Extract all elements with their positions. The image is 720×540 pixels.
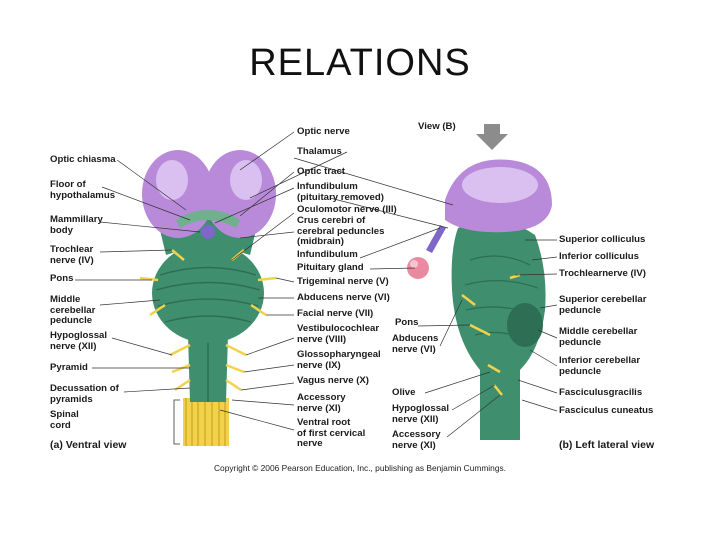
cerebellar-peduncle-cut	[507, 303, 543, 347]
label-hypoglossal-left: Hypoglossal nerve (XII)	[50, 330, 108, 352]
copyright-notice: Copyright © 2006 Pearson Education, Inc.…	[213, 463, 506, 473]
label-hypoglossal-right: Hypoglossal nerve (XII)	[392, 403, 450, 425]
label-leader-lines	[75, 131, 558, 438]
label-inferior-colliculus: Inferior colliculus	[559, 251, 639, 262]
label-oculomotor: Oculomotor nerve (III)	[297, 204, 397, 215]
infundibulum-lateral	[426, 225, 446, 253]
label-fasciculus-gracilis: Fasciculusgracilis	[559, 387, 643, 398]
label-superior-peduncle: Superior cerebellar peduncle	[559, 294, 647, 316]
ventral-view-drawing	[139, 150, 277, 446]
label-mammillary-body: Mammillary body	[50, 214, 103, 236]
label-optic-nerve: Optic nerve	[297, 126, 350, 137]
label-accessory-right: Accessory nerve (XI)	[392, 429, 441, 451]
brainstem-figure: View (B) Optic chiasma Floor of hypothal…	[0, 110, 720, 480]
label-ventral-root: Ventral root of first cervical nerve	[297, 417, 366, 450]
label-thalamus: Thalamus	[297, 146, 342, 157]
brainstem-lateral	[451, 220, 546, 440]
view-b-tag: View (B)	[418, 121, 456, 132]
label-pyramid: Pyramid	[50, 362, 88, 373]
label-trigeminal: Trigeminal nerve (V)	[297, 276, 389, 287]
label-glossopharyngeal: Glossopharyngeal nerve (IX)	[297, 349, 381, 371]
label-infundibulum-pituitary-removed: Infundibulum (pituitary removed)	[297, 181, 384, 203]
cranial-nerves-ventral	[139, 249, 277, 392]
slide-title: RELATIONS	[249, 42, 471, 84]
spinal-nerve-rootlets	[183, 398, 229, 446]
label-decussation: Decussation of pyramids	[50, 383, 119, 405]
label-accessory-center: Accessory nerve (XI)	[297, 392, 346, 414]
label-optic-chiasma: Optic chiasma	[50, 154, 116, 165]
label-trochlear-nerve: Trochlear nerve (IV)	[50, 244, 94, 266]
label-optic-tract: Optic tract	[297, 166, 345, 177]
label-middle-peduncle: Middle cerebellar peduncle	[50, 294, 96, 327]
label-pons-right: Pons	[395, 317, 419, 328]
pons-ventral	[152, 243, 264, 343]
cranial-nerves-lateral	[461, 273, 521, 396]
view-arrow	[476, 124, 508, 150]
label-vestibulocochlear: Vestibulocochlear nerve (VIII)	[297, 323, 380, 345]
label-pituitary-gland: Pituitary gland	[297, 262, 364, 273]
label-olive: Olive	[392, 387, 416, 398]
lateral-view-drawing	[407, 124, 552, 440]
label-superior-colliculus: Superior colliculus	[559, 234, 646, 245]
label-pons-left: Pons	[50, 273, 74, 284]
label-crus-cerebri: Crus cerebri of cerebral peduncles (midb…	[297, 215, 385, 248]
caption-lateral-view: (b) Left lateral view	[559, 439, 655, 451]
mammillary-bodies	[201, 225, 215, 239]
label-infundibulum: Infundibulum	[297, 249, 358, 260]
caption-ventral-view: (a) Ventral view	[50, 439, 127, 451]
label-facial: Facial nerve (VII)	[297, 308, 374, 319]
label-middle-peduncle-right: Middle cerebellar peduncle	[559, 326, 638, 348]
label-floor-hypothalamus: Floor of hypothalamus	[50, 179, 116, 201]
label-inferior-peduncle: Inferior cerebellar peduncle	[559, 355, 641, 377]
optic-chiasma-shape	[176, 210, 240, 228]
label-abducens-center: Abducens nerve (VI)	[297, 292, 390, 303]
label-abducens-right: Abducens nerve (VI)	[392, 333, 439, 355]
label-trochlear-right: Trochlearnerve (IV)	[559, 268, 646, 279]
label-spinal-cord: Spinal cord	[50, 409, 79, 431]
label-fasciculus-cuneatus: Fasciculus cuneatus	[559, 405, 654, 416]
brainstem-illustration	[75, 124, 558, 446]
label-vagus: Vagus nerve (X)	[297, 375, 369, 386]
